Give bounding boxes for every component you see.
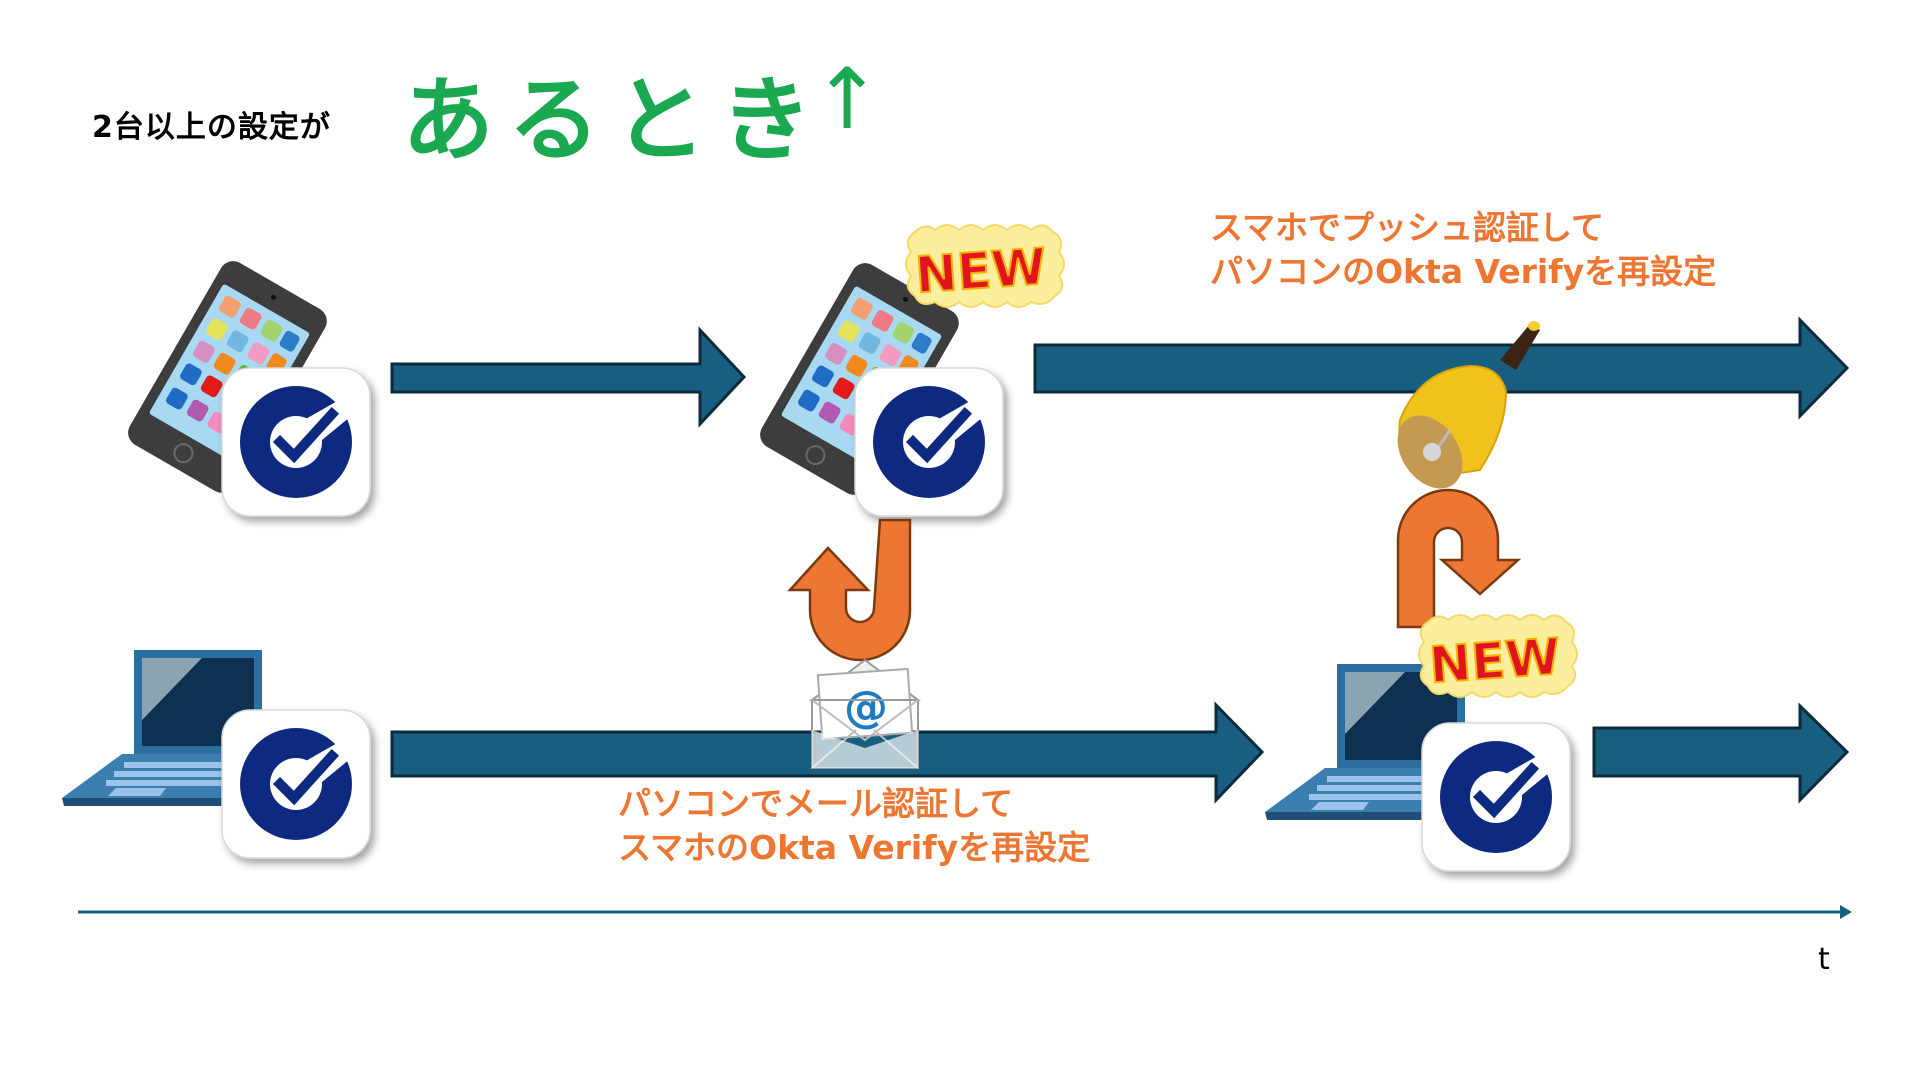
- uturn-arrow-up-icon: [787, 518, 912, 662]
- title-up-arrow: ↑: [812, 50, 883, 148]
- okta-verify-app-icon-laptop-new: [1422, 723, 1570, 871]
- email-envelope-icon: @: [809, 658, 921, 769]
- push-caption-line2: パソコンのOkta Verifyを再設定: [1210, 252, 1717, 291]
- new-badge-phone-label: NEW: [913, 238, 1048, 305]
- mail-caption-line1: パソコンでメール認証して: [618, 784, 1014, 823]
- timeline-arrow-row1-b: [1033, 316, 1850, 420]
- title-emphasis: あるとき: [402, 67, 827, 174]
- time-axis-label: t: [1818, 942, 1830, 977]
- mail-auth-caption: パソコンでメール認証して スマホのOkta Verifyを再設定: [618, 782, 1090, 870]
- new-badge-laptop-label: NEW: [1427, 628, 1562, 695]
- time-axis-arrowhead: [1840, 905, 1852, 919]
- timeline-arrow-row2-b: [1592, 702, 1850, 804]
- uturn-arrow-down-icon: [1396, 488, 1522, 629]
- timeline-arrow-row1-a: [390, 326, 747, 428]
- okta-verify-app-icon-phone-1: [222, 368, 370, 516]
- push-auth-caption: スマホでプッシュ認証して パソコンのOkta Verifyを再設定: [1210, 206, 1716, 294]
- okta-verify-app-icon-laptop-1: [222, 710, 370, 858]
- email-at-symbol: @: [844, 682, 888, 733]
- push-caption-line1: スマホでプッシュ認証して: [1210, 208, 1605, 247]
- title-prefix: 2台以上の設定が: [92, 110, 331, 145]
- hand-bell-icon: [1397, 321, 1540, 489]
- okta-verify-app-icon-phone-new: [855, 368, 1003, 516]
- mail-caption-line2: スマホのOkta Verifyを再設定: [618, 828, 1091, 867]
